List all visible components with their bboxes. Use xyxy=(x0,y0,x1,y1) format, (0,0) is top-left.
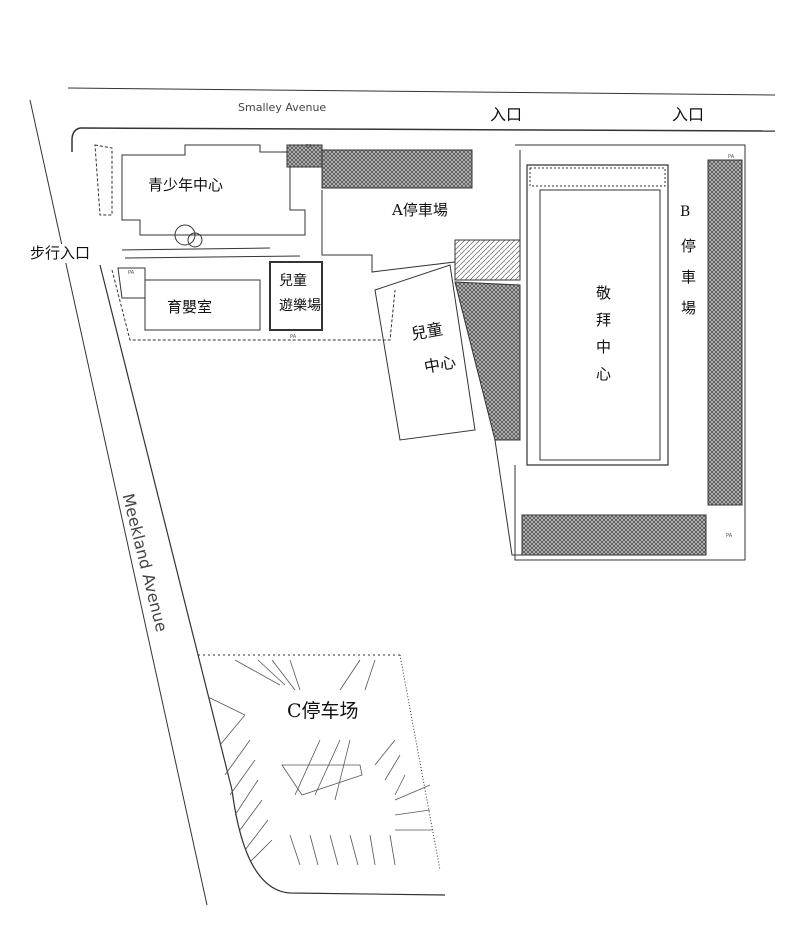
parking-b-boundary xyxy=(514,144,746,561)
smalley-avenue-edge xyxy=(67,87,776,96)
pedestrian-entrance-label: 步行入口 xyxy=(28,244,93,263)
meekland-avenue-edge xyxy=(29,99,208,906)
youth-center-outline xyxy=(121,144,306,236)
youth-center-label: 青少年中心 xyxy=(148,176,224,194)
parking-c-label: C停车场 xyxy=(283,700,363,723)
entrance-label-1: 入口 xyxy=(490,105,523,124)
parking-a-label: A停車場 xyxy=(392,201,448,219)
nursery-outline xyxy=(144,279,261,331)
playground-outline xyxy=(269,261,323,331)
parking-b-label: 停車場 xyxy=(679,238,697,331)
parking-b-letter: B xyxy=(680,204,691,220)
parking-bottom-spaces xyxy=(521,514,707,556)
pa-label: PA xyxy=(726,533,733,539)
pa-label: PA xyxy=(306,144,313,150)
playground-label-line2: 遊樂場 xyxy=(279,298,321,314)
entrance-label-2: 入口 xyxy=(672,105,705,124)
worship-center-label: 敬拜中心 xyxy=(594,285,612,393)
children-center-outline xyxy=(374,264,476,441)
nursery-label: 育嬰室 xyxy=(167,298,213,316)
meekland-avenue-curb xyxy=(99,264,446,896)
street-label-smalley: Smalley Avenue xyxy=(238,101,327,114)
worship-center-outline xyxy=(526,164,669,466)
parking-c-stalls xyxy=(207,659,433,866)
smalley-avenue-curb xyxy=(79,127,776,132)
parking-b-spaces xyxy=(707,159,743,506)
pa-label: PA xyxy=(128,270,135,276)
pa-label: PA xyxy=(290,334,297,340)
pa-label: PA xyxy=(728,154,735,160)
playground-label-line1: 兒童 xyxy=(279,273,307,289)
